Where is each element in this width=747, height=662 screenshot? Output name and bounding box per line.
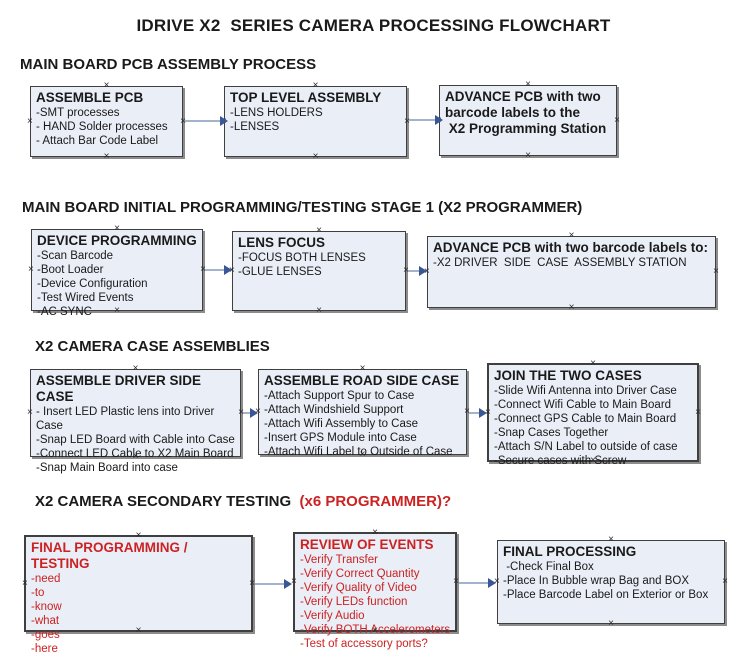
box-line: -Verify Audio xyxy=(300,610,365,622)
connector-handle-icon: × xyxy=(316,305,322,316)
flow-arrow xyxy=(459,578,496,588)
flow-arrow xyxy=(408,266,427,276)
box-title: TOP LEVEL ASSEMBLY xyxy=(230,90,382,105)
box-line: -Connect LED Cable to X2 Main Board xyxy=(36,448,234,460)
flow-box-assemble-road-side-case: ASSEMBLE ROAD SIDE CASE -Attach Support … xyxy=(255,364,470,460)
box-line: -Snap Main Board into case xyxy=(36,462,178,474)
connector-handle-icon: × xyxy=(28,264,34,275)
section-heading-secondary-testing: X2 CAMERA SECONDARY TESTING (x6 PROGRAMM… xyxy=(35,493,451,510)
box-title: FINAL PROCESSING xyxy=(503,544,637,559)
box-line: - Insert LED Plastic lens into Driver Ca… xyxy=(36,406,218,432)
box-line: -Verify BOTH Accelerometers xyxy=(300,624,451,636)
box-line: -Attach Wifi Label to Outside of Case xyxy=(264,446,453,458)
connector-handle-icon: × xyxy=(404,115,410,127)
connector-handle-icon: × xyxy=(568,302,575,313)
flow-box-assemble-pcb: ASSEMBLE PCB -SMT processes - HAND Solder… xyxy=(27,81,186,162)
connector-handle-icon: × xyxy=(614,114,620,126)
box-line: -Boot Loader xyxy=(37,264,104,276)
flow-box-advance-pcb-programming-station: ADVANCE PCB with two barcode labels to t… xyxy=(436,80,620,161)
flow-arrow xyxy=(205,265,232,275)
box-line: -Verify Quality of Video xyxy=(300,582,417,594)
box-title: ADVANCE PCB with two barcode labels to: xyxy=(433,240,709,255)
box-title: FINAL PROGRAMMING / TESTING xyxy=(31,540,192,571)
flow-box-top-level-assembly: TOP LEVEL ASSEMBLY -LENS HOLDERS-LENSES … xyxy=(221,81,410,162)
connector-handle-icon: × xyxy=(22,577,28,589)
section-heading-black-part: X2 CAMERA SECONDARY TESTING xyxy=(35,493,296,510)
box-line: -X2 DRIVER SIDE CASE ASSEMBLY STATION xyxy=(433,257,687,269)
box-line: -LENS HOLDERS xyxy=(230,107,323,119)
box-title: ADVANCE PCB with two barcode labels to t… xyxy=(445,89,607,136)
connector-handle-icon: × xyxy=(103,151,110,162)
flow-arrow xyxy=(409,115,443,125)
box-line: -LENSES xyxy=(230,121,280,133)
box-line: -GLUE LENSES xyxy=(238,266,322,278)
connector-handle-icon: × xyxy=(713,266,719,277)
box-line: -Verify LEDs function xyxy=(300,596,408,608)
box-line: - Attach Bar Code Label xyxy=(36,135,159,147)
box-line: -here xyxy=(31,643,58,655)
box-line: -Test Wired Events xyxy=(37,292,134,304)
flow-box-final-processing: FINAL PROCESSING -Check Final Box -Place … xyxy=(494,535,728,629)
flow-arrow xyxy=(469,408,487,418)
box-line: -know xyxy=(31,601,62,613)
box-line: -Snap Cases Together xyxy=(494,427,609,439)
section-heading-pcb-assembly: MAIN BOARD PCB ASSEMBLY PROCESS xyxy=(20,56,317,73)
box-title: ASSEMBLE PCB xyxy=(36,90,144,105)
box-line: -Attach S/N Label to outside of case xyxy=(494,441,678,453)
box-line: -AC SYNC xyxy=(37,306,92,318)
box-line: -Attach Windshield Support xyxy=(264,404,404,416)
flowchart-title: IDRIVE X2 SERIES CAMERA PROCESSING FLOWC… xyxy=(136,16,611,35)
box-title: LENS FOCUS xyxy=(238,235,326,250)
box-line: -Scan Barcode xyxy=(37,250,114,262)
flow-box-assemble-driver-side-case: ASSEMBLE DRIVER SIDE CASE - Insert LED P… xyxy=(27,364,244,475)
box-line: -Attach Wifi Assembly to Case xyxy=(264,418,419,430)
box-line: - HAND Solder processes xyxy=(36,121,168,133)
flow-box-review-of-events: REVIEW OF EVENTS -Verify Transfer -Verify… xyxy=(291,528,459,651)
box-line: -Insert GPS Module into Case xyxy=(264,432,417,444)
box-line: -Place In Bubble wrap Bag and BOX xyxy=(503,575,690,587)
box-line: -Connect GPS Cable to Main Board xyxy=(494,413,677,425)
box-line: -Check Final Box xyxy=(503,561,594,573)
flow-arrow xyxy=(243,408,258,418)
box-title: DEVICE PROGRAMMING xyxy=(37,233,197,248)
section-heading-initial-programming: MAIN BOARD INITIAL PROGRAMMING/TESTING S… xyxy=(22,199,583,216)
box-line: -Verify Transfer xyxy=(300,554,378,566)
flow-box-lens-focus: LENS FOCUS -FOCUS BOTH LENSES -GLUE LENSE… xyxy=(229,226,409,316)
connector-handle-icon: × xyxy=(312,151,319,162)
flow-box-advance-pcb-driver-side-station: ADVANCE PCB with two barcode labels to: … xyxy=(424,231,719,313)
box-line: -SMT processes xyxy=(36,107,120,119)
flow-arrow xyxy=(255,579,292,589)
box-line: -what xyxy=(31,615,60,627)
box-title: JOIN THE TWO CASES xyxy=(494,368,642,383)
flow-box-join-the-two-cases: JOIN THE TWO CASES -Slide Wifi Antenna i… xyxy=(485,359,701,468)
box-title: ASSEMBLE DRIVER SIDE CASE xyxy=(36,373,205,404)
flow-box-final-programming-testing: FINAL PROGRAMMING / TESTING -need -to -kno… xyxy=(22,531,255,656)
box-line: -Test of accessory ports? xyxy=(300,638,428,650)
box-title: REVIEW OF EVENTS xyxy=(300,537,434,552)
connector-handle-icon: × xyxy=(27,115,33,127)
connector-handle-icon: × xyxy=(695,406,701,418)
connector-handle-icon: × xyxy=(27,407,33,418)
flow-box-device-programming: DEVICE PROGRAMMING -Scan Barcode -Boot Lo… xyxy=(28,224,206,319)
box-line: -Secure cases with Screw xyxy=(494,455,627,467)
box-line: -need xyxy=(31,573,61,585)
connector-handle-icon: × xyxy=(722,576,728,587)
connector-handle-icon: × xyxy=(608,618,614,629)
connector-handle-icon: × xyxy=(525,150,531,161)
box-line: -Place Barcode Label on Exterior or Box xyxy=(503,589,709,601)
box-line: -Connect Wifi Cable to Main Board xyxy=(494,399,672,411)
box-line: -to xyxy=(31,587,45,599)
section-heading-case-assemblies: X2 CAMERA CASE ASSEMBLIES xyxy=(35,338,270,355)
box-line: -goes xyxy=(31,629,60,641)
box-title: ASSEMBLE ROAD SIDE CASE xyxy=(264,373,460,388)
box-line: -Device Configuration xyxy=(37,278,148,290)
box-line: -FOCUS BOTH LENSES xyxy=(238,252,366,264)
flow-arrow xyxy=(185,116,228,126)
section-heading-red-part: (x6 PROGRAMMER)? xyxy=(295,493,452,510)
box-line: -Attach Support Spur to Case xyxy=(264,390,415,402)
box-line: -Verify Correct Quantity xyxy=(300,568,420,580)
box-line: -Snap LED Board with Cable into Case xyxy=(36,434,235,446)
box-line: -Slide Wifi Antenna into Driver Case xyxy=(494,385,677,397)
